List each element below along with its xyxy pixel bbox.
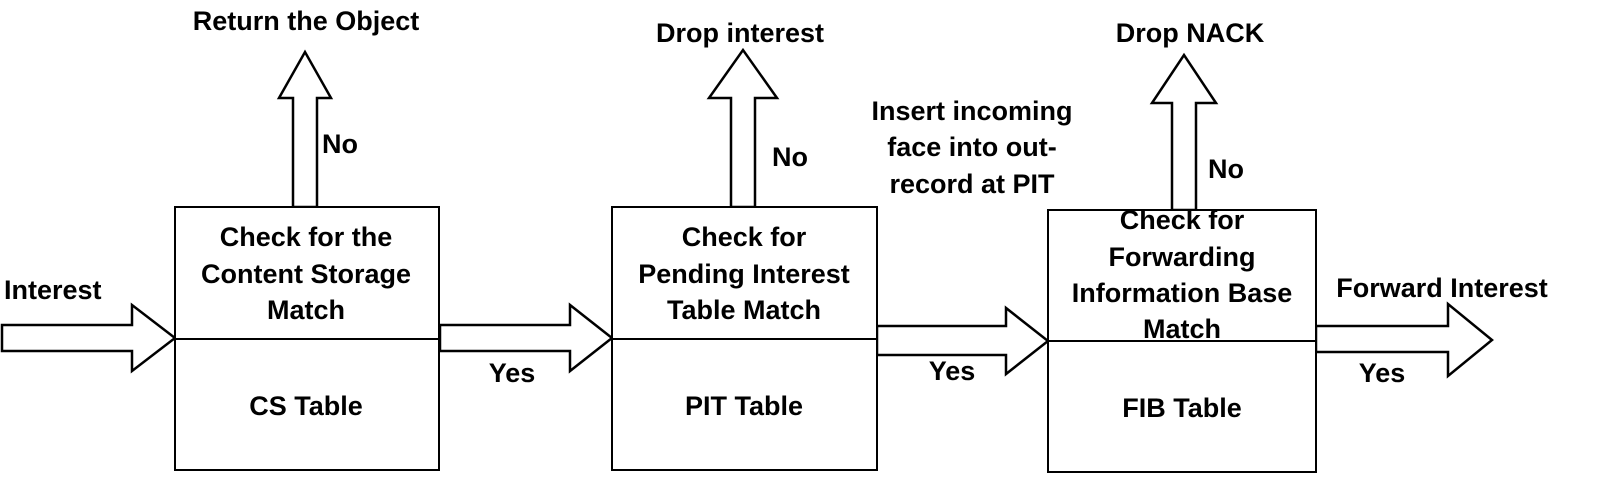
pit-check-line-2: Pending Interest [638,259,850,289]
fib-check-line-3: Information Base [1072,278,1293,308]
pit-no-label: No [772,142,808,172]
no-arrow-fib [1149,52,1219,212]
cs-check-line-3: Match [267,295,345,325]
no-arrow-pit [706,47,780,209]
interest-label: Interest [4,275,102,305]
forward-interest-label: Forward Interest [1336,273,1548,303]
fib-yes-label: Yes [1359,358,1406,388]
fib-table-label: FIB Table [1122,393,1242,423]
fib-no-label: No [1208,154,1244,184]
fib-stage [1047,209,1317,473]
fib-check-box [1047,209,1317,342]
cs-table-box [174,338,440,471]
fib-check-line-4: Match [1143,314,1221,344]
pit-table-label: PIT Table [685,391,803,421]
yes-arrow-pit-to-fib [875,305,1051,377]
cs-no-label: No [322,129,358,159]
yes-arrow-cs-to-pit [438,302,615,374]
cs-check-line-2: Content Storage [201,259,411,289]
pit-check-line-1: Check for [682,222,807,252]
fib-outcome-label: Drop NACK [1116,18,1265,48]
pit-note-line-2: face into out- [887,132,1057,162]
cs-outcome-label: Return the Object [193,6,420,36]
fib-check-line-1: Check for [1120,205,1245,235]
interest-input-arrow [0,302,178,374]
pit-table-box [611,338,878,471]
cs-table-label: CS Table [249,391,363,421]
fib-check-line-2: Forwarding [1109,242,1256,272]
pit-yes-label: Yes [929,356,976,386]
pit-check-line-3: Table Match [667,295,821,325]
forward-interest-arrow [1314,301,1494,379]
cs-stage [174,206,440,471]
pit-outcome-label: Drop interest [656,18,824,48]
pit-stage [611,206,878,471]
cs-check-line-1: Check for the [220,222,393,252]
pit-check-box [611,206,878,340]
no-arrow-cs [276,49,334,209]
pit-note-line-1: Insert incoming [871,96,1072,126]
pit-note-line-3: record at PIT [889,169,1055,199]
fib-table-box [1047,340,1317,473]
cs-check-box [174,206,440,340]
cs-yes-label: Yes [489,358,536,388]
